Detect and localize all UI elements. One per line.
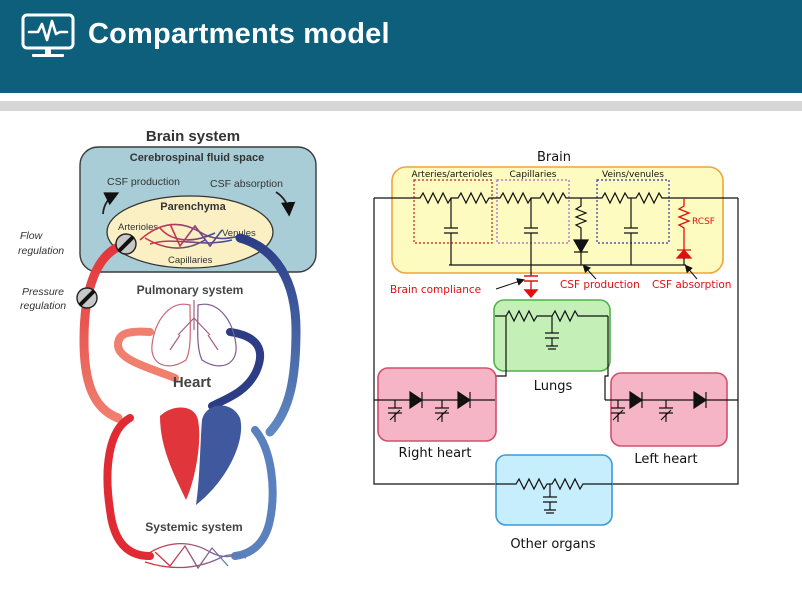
csf-space-label: Cerebrospinal fluid space — [130, 152, 264, 164]
right-heart-block — [377, 367, 497, 442]
flow-regulation-label-2: regulation — [18, 245, 64, 257]
csf-absorption-circuit-label: CSF absorption — [652, 279, 731, 291]
csf-production-circuit-label: CSF production — [560, 279, 640, 291]
physiology-illustration: Brain system Cerebrospinal fluid space C… — [18, 128, 317, 570]
callout-arrows — [495, 264, 698, 290]
veins-group — [596, 179, 670, 244]
right-heart-label: Right heart — [398, 446, 471, 461]
lungs-label: Lungs — [534, 379, 573, 394]
header-shadow-bar — [0, 101, 802, 111]
brain-capillary-network — [139, 223, 241, 249]
csf-absorption-arrow — [275, 191, 296, 217]
header-bar: Compartments model — [0, 0, 802, 93]
csf-absorption-label: CSF absorption — [210, 178, 283, 190]
pressure-regulation-label-1: Pressure — [22, 286, 64, 298]
systemic-system-label: Systemic system — [145, 520, 242, 534]
other-organs-label: Other organs — [510, 537, 596, 552]
capillaries-label: Capillaries — [168, 255, 213, 266]
right-heart-circuit — [374, 399, 495, 422]
flow-regulation-label-1: Flow — [20, 230, 44, 242]
brain-system-title: Brain system — [146, 128, 240, 145]
right-heart-diode-1 — [409, 390, 424, 410]
heart-label: Heart — [173, 374, 211, 391]
systemic-loop-right — [231, 426, 277, 560]
left-heart-label: Left heart — [634, 452, 697, 467]
lungs-illustration — [151, 300, 237, 367]
parenchyma-label: Parenchyma — [160, 201, 226, 213]
left-heart-diode-1 — [629, 390, 644, 410]
left-heart-circuit — [605, 399, 738, 422]
arteries-group-label: Arteries/arterioles — [411, 170, 492, 180]
venules-label: Venules — [222, 228, 256, 239]
header-divider — [0, 93, 802, 98]
csf-production-label: CSF production — [107, 176, 180, 188]
circuit-diagram: Brain Arteries/arterioles Capillaries Ve… — [373, 150, 739, 552]
right-heart-diode-2 — [457, 390, 472, 410]
lungs-block — [493, 299, 611, 372]
diagram-canvas: Brain system Cerebrospinal fluid space C… — [18, 128, 739, 570]
brain-compliance-label: Brain compliance — [390, 284, 481, 296]
brain-block — [391, 166, 724, 274]
systemic-capillary-network — [141, 542, 247, 570]
systemic-loop-left — [103, 414, 154, 560]
veins-group-label: Veins/venules — [602, 170, 664, 180]
brain-compliance-symbol — [523, 275, 539, 299]
pressure-regulation-label-2: regulation — [20, 300, 66, 312]
other-organs-block — [495, 454, 613, 526]
venous-loop — [235, 233, 301, 437]
rcsf-label: RCSF — [692, 217, 715, 227]
monitor-heartbeat-icon — [21, 13, 75, 57]
capillaries-group-label: Capillaries — [510, 170, 557, 180]
brain-block-label: Brain — [537, 150, 571, 165]
heart-right-ventricle — [196, 405, 242, 505]
pressure-regulation-valve — [76, 287, 98, 309]
other-organs-circuit — [496, 477, 612, 514]
flow-regulation-valve — [115, 233, 137, 255]
left-heart-diode-2 — [693, 390, 708, 410]
csf-production-arrow — [102, 192, 120, 215]
heart-left-ventricle — [160, 407, 200, 500]
arteries-group — [413, 179, 493, 244]
pulmonary-system-label: Pulmonary system — [137, 283, 244, 297]
capillaries-group — [496, 179, 570, 244]
pulmonary-loop-right — [208, 328, 264, 410]
left-heart-block — [610, 372, 728, 447]
arterioles-label: Arterioles — [118, 222, 158, 233]
pulmonary-loop-left — [113, 327, 179, 382]
page-title: Compartments model — [88, 18, 390, 50]
rcsf-resistor — [677, 198, 691, 250]
arterial-loop — [79, 239, 131, 423]
